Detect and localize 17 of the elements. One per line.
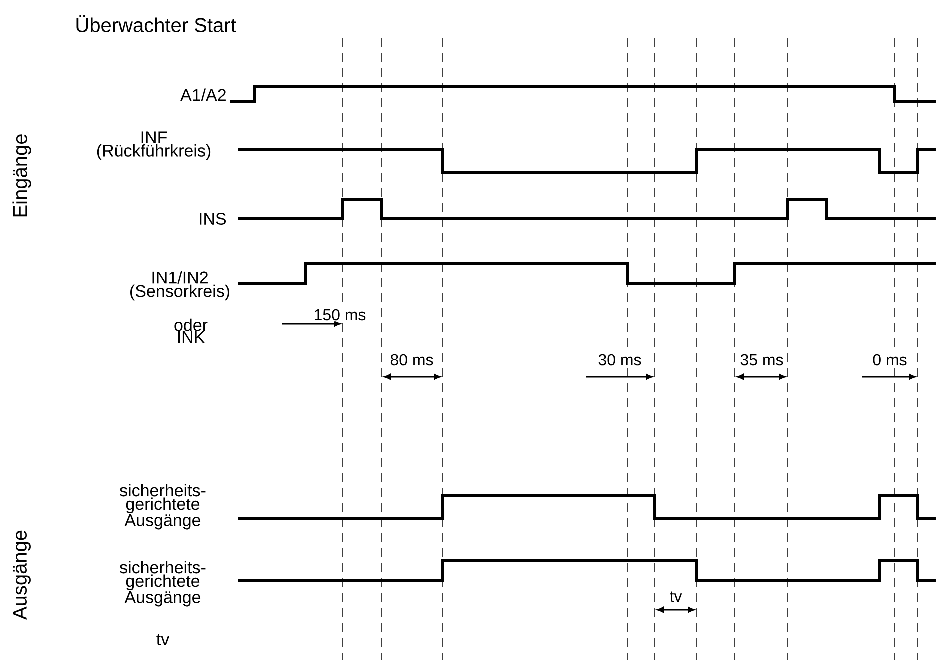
title: Überwachter Start: [76, 16, 236, 32]
signal-label: oder INK: [174, 318, 208, 344]
group-label: Eingänge: [12, 134, 32, 217]
group-label: Ausgänge: [13, 530, 31, 620]
time-label: 30 ms: [597, 353, 643, 367]
time-label: 0 ms: [872, 353, 908, 367]
signal-label: A1/A2: [180, 88, 226, 102]
signal-label: sicherheits-gerichtete Ausgänge: [120, 484, 206, 530]
time-label: 150 ms: [312, 308, 368, 322]
signal-label: tv: [156, 634, 170, 646]
time-label: tv: [668, 590, 684, 604]
signal-label: INF (Rückführkreis): [97, 132, 211, 160]
time-label: 35 ms: [739, 353, 785, 367]
signal-label: INS: [200, 212, 226, 225]
time-label: 80 ms: [389, 353, 435, 367]
signal-label: sicherheits-gerichtete Ausgänge: [120, 561, 206, 607]
signal-label: IN1/IN2 (Sensorkreis): [130, 271, 230, 301]
